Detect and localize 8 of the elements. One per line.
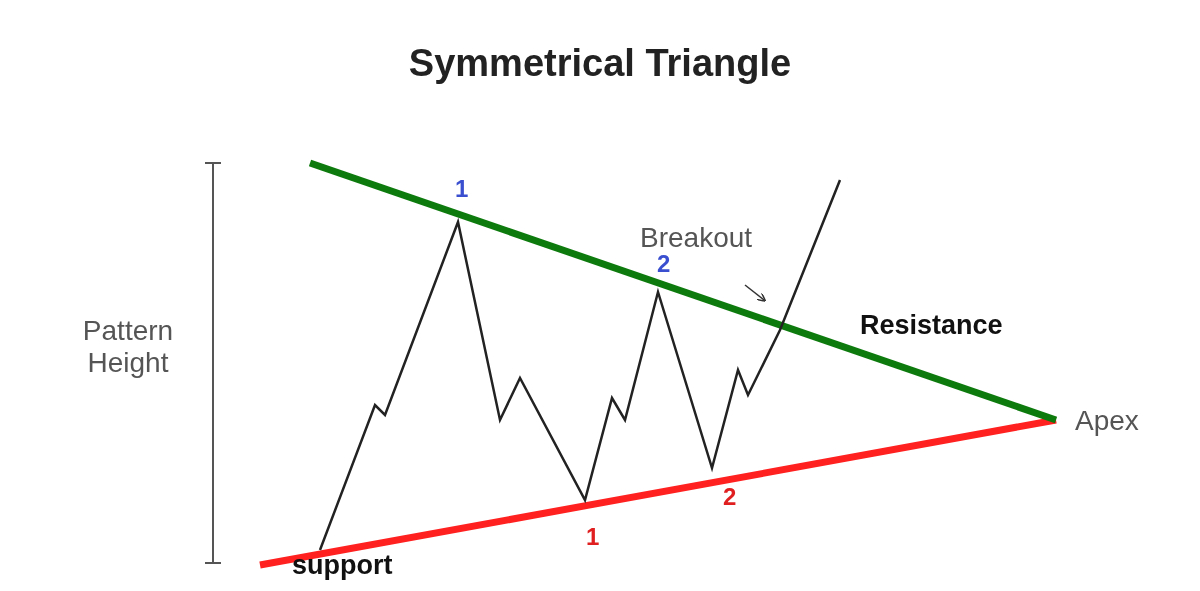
line-label: support xyxy=(292,550,393,582)
point-label: Apex xyxy=(1075,405,1139,438)
callout-number: 1 xyxy=(455,175,469,203)
line-label: Resistance xyxy=(860,310,1003,342)
title: Symmetrical Triangle xyxy=(407,42,793,86)
callout-number: 2 xyxy=(723,483,737,511)
axis-label: Pattern Height xyxy=(81,315,175,380)
callout-number: 1 xyxy=(586,523,600,551)
